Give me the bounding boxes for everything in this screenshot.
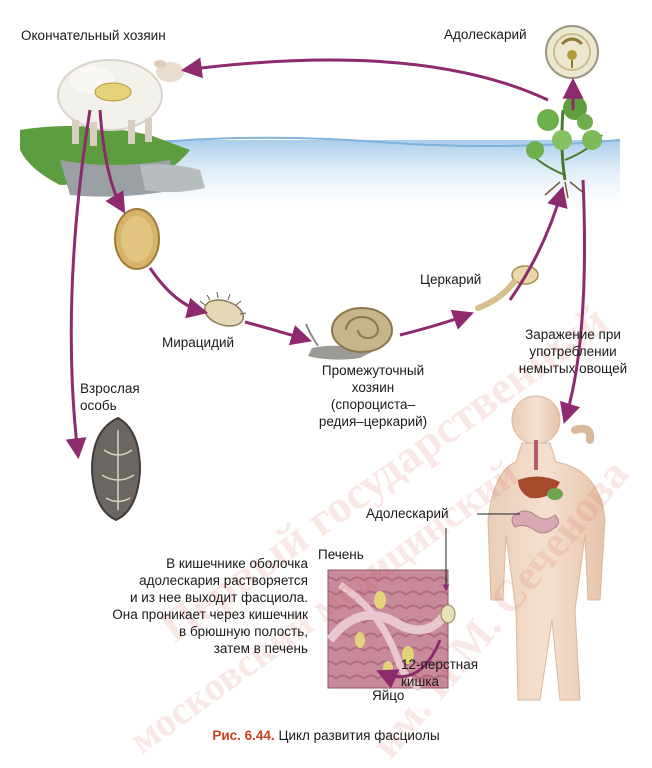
adult-fluke	[90, 416, 142, 522]
arrow-snail-to-cercaria	[399, 309, 474, 337]
label-adolescaria-bottom: Адолескарий	[366, 506, 449, 521]
label-miracidium: Мирацидий	[162, 335, 235, 350]
caption-text: Цикл развития фасциолы	[278, 728, 440, 743]
arrow-miracidium-to-snail	[244, 320, 313, 346]
sheep-definitive-host	[57, 59, 184, 146]
water-surface	[149, 136, 621, 148]
intestine-note: В кишечнике оболочка адолескария раствор…	[112, 556, 308, 656]
label-adolescaria-top: Адолескарий	[444, 27, 527, 42]
arrow-egg-to-miracidium	[148, 267, 209, 319]
adolescaria-cyst-top	[545, 25, 599, 79]
caption-number: Рис. 6.44.	[212, 728, 275, 743]
snail-intermediate-host	[305, 307, 393, 360]
arrow-sheep-to-adult	[65, 109, 92, 460]
lifecycle-arrows	[65, 57, 586, 689]
arrow-sheep-to-egg	[98, 109, 126, 214]
human-figure	[487, 395, 606, 701]
label-cercaria: Церкарий	[420, 272, 482, 287]
watercress-plant	[526, 96, 603, 199]
water	[150, 140, 620, 210]
label-infection: Заражение при употреблении немытых овоще…	[518, 327, 628, 376]
arrow-cercaria-to-plant	[508, 185, 568, 301]
liver-inset	[326, 569, 456, 692]
figure-caption: Рис. 6.44. Цикл развития фасциолы	[0, 728, 652, 743]
label-liver: Печень	[318, 547, 364, 562]
arrow-adolescaria-to-sheep	[180, 57, 549, 102]
label-duodenum: 12-перстная кишка	[401, 657, 479, 689]
label-egg: Яйцо	[372, 688, 405, 703]
label-intermediate-host: Промежуточный хозяин (спороциста– редия–…	[318, 363, 428, 429]
arrow-plant-to-human	[559, 179, 586, 425]
label-definitive-host: Окончательный хозяин	[21, 28, 166, 43]
arrow-liver-cycle	[376, 639, 442, 689]
miracidium-stage	[199, 291, 247, 327]
label-adult: Взрослая особь	[80, 381, 140, 413]
egg-stage	[114, 208, 160, 270]
